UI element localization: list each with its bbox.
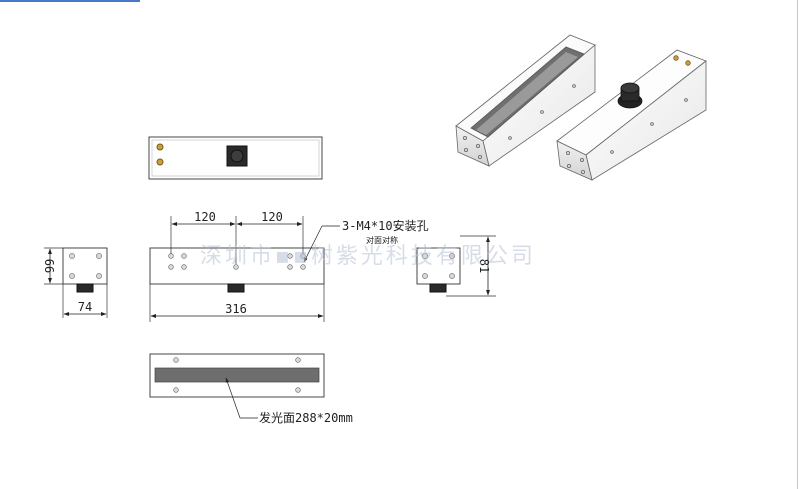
iso2-brass-terminal-2 [685, 60, 691, 66]
brass-terminal-1 [156, 143, 164, 151]
dim-side-height: 81 [446, 235, 496, 297]
top-view-outline [148, 136, 323, 180]
iso2-side-hole-2 [650, 122, 654, 126]
iso-view-emitter [455, 34, 596, 167]
iso2-hole-3 [567, 163, 572, 168]
callout-emitting-face: 发光面288*20mm [225, 377, 353, 425]
left-end-view [62, 247, 108, 293]
callout-emitting-face-label: 发光面288*20mm [259, 410, 353, 425]
top-accent-bar [0, 0, 140, 2]
iso2-hole-4 [581, 169, 586, 174]
dim-end-height: 66 [42, 247, 63, 285]
frame-border [797, 0, 798, 489]
left-end-outline [62, 247, 108, 285]
iso-view-back [556, 49, 707, 181]
dim-spacing-left-label: 120 [194, 210, 216, 224]
emitting-face [154, 367, 320, 383]
brass-terminal-2 [156, 158, 164, 166]
iso2-hole-2 [580, 157, 585, 162]
iso2-side-hole-1 [610, 150, 614, 154]
iso1-hole-1 [462, 135, 467, 140]
top-view [148, 136, 323, 180]
dim-end-width-label: 74 [78, 300, 92, 314]
front-view [149, 247, 325, 293]
iso1-emitter-glow [476, 52, 578, 135]
right-end-connector [429, 283, 447, 293]
iso2-brass-terminal-1 [673, 55, 679, 61]
dim-spacing-right-label: 120 [261, 210, 283, 224]
iso1-hole-2 [475, 143, 480, 148]
iso1-side-hole-3 [572, 84, 576, 88]
iso2-hole-1 [566, 150, 571, 155]
callout-mount-holes: 3-M4*10安装孔 对面对称 [303, 218, 429, 263]
right-end-view [416, 247, 461, 293]
bottom-view [149, 353, 325, 398]
iso1-hole-3 [463, 147, 468, 152]
iso2-side-hole-3 [684, 98, 688, 102]
dim-end-width: 74 [62, 284, 108, 318]
dim-total-length: 316 [149, 284, 325, 322]
dim-side-height-label: 81 [477, 259, 491, 273]
left-end-connector [76, 283, 94, 293]
dim-total-length-label: 316 [225, 302, 247, 316]
iso1-side-hole-1 [508, 136, 512, 140]
watermark: 深圳市▪▪树紫光科技有限公司 [200, 244, 536, 269]
callout-mount-holes-sub: 对面对称 [366, 235, 398, 245]
dim-end-height-label: 66 [42, 259, 56, 273]
iso2-connector [617, 82, 643, 109]
dim-hole-spacing: 120 120 [170, 210, 304, 264]
front-view-connector [227, 283, 245, 293]
iso1-side-hole-2 [540, 110, 544, 114]
iso1-hole-4 [477, 154, 482, 159]
callout-mount-holes-label: 3-M4*10安装孔 [342, 218, 429, 233]
